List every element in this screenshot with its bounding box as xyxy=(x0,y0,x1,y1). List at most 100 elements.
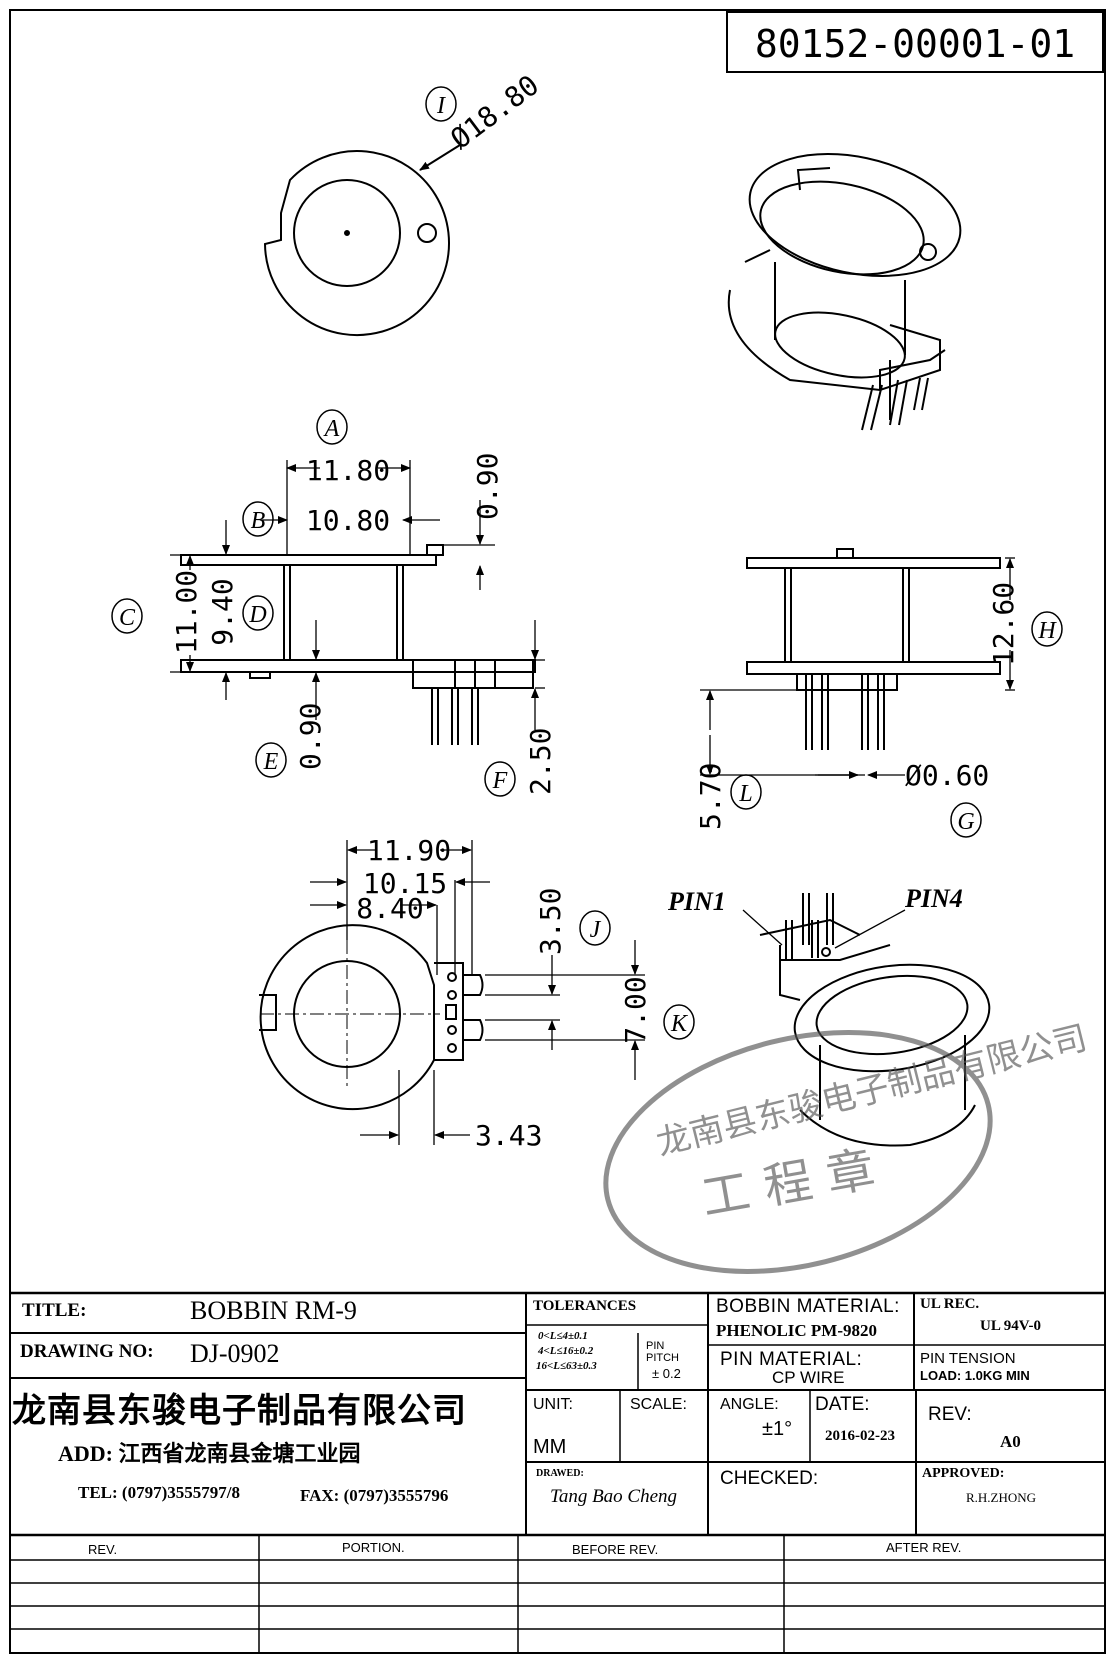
callout-f: F xyxy=(484,761,516,797)
bobbin-material-label: BOBBIN MATERIAL: xyxy=(716,1296,900,1317)
dim-2-50: 2.50 xyxy=(524,728,557,795)
side-view xyxy=(746,548,1001,750)
tolerances-label: TOLERANCES xyxy=(533,1298,637,1314)
isometric-view-lower xyxy=(742,893,991,1147)
rev-table-header-rev: REV. xyxy=(88,1542,118,1557)
date-label: DATE: xyxy=(815,1394,870,1415)
front-view-callouts: A B C D E F xyxy=(111,409,516,797)
top-view-bore xyxy=(293,179,401,287)
bottom-view-callouts: J K xyxy=(579,910,695,1040)
dim-5-70: 5.70 xyxy=(694,763,727,830)
dim-9-40: 9.40 xyxy=(206,578,239,645)
dim-3-43: 3.43 xyxy=(475,1119,542,1152)
pin4-label: PIN4 xyxy=(904,884,963,913)
pin1-label: PIN1 xyxy=(667,887,726,916)
company-name: 龙南县东骏电子制品有限公司 xyxy=(12,1393,467,1430)
svg-text:B: B xyxy=(251,508,266,534)
top-view-pin-hole xyxy=(417,223,437,243)
doc-number: 80152-00001-01 xyxy=(755,22,1075,66)
svg-text:A: A xyxy=(323,416,340,442)
svg-text:F: F xyxy=(492,768,508,794)
pin-pitch-value: ± 0.2 xyxy=(652,1366,681,1381)
bottom-view-dim-text: 11.90 10.15 8.40 3.50 7.00 3.43 xyxy=(356,834,652,1152)
svg-text:龙南县东骏电子制品有限公司: 龙南县东骏电子制品有限公司 xyxy=(653,1018,1092,1164)
front-view-dimensions xyxy=(170,460,545,730)
callout-i: I xyxy=(425,86,457,122)
title-label: TITLE: xyxy=(22,1300,87,1321)
pin-tension-label: PIN TENSION xyxy=(920,1350,1016,1367)
front-view-dim-text: 11.80 10.80 0.90 11.00 9.40 0.90 2.50 xyxy=(170,453,557,795)
svg-text:L: L xyxy=(738,781,752,807)
sheet-border xyxy=(9,9,1106,1654)
callout-e: E xyxy=(255,742,287,778)
dim-11-90: 11.90 xyxy=(367,834,451,867)
bottom-view xyxy=(259,924,484,1111)
dim-10-15: 10.15 xyxy=(363,867,447,900)
svg-text:E: E xyxy=(263,749,279,775)
ul-rec-label: UL REC. xyxy=(920,1296,980,1312)
callout-d: D xyxy=(242,595,274,631)
company-address: ADD: 江西省龙南县金塘工业园 xyxy=(58,1441,361,1466)
rev-label: REV: xyxy=(928,1404,972,1425)
rev-value: A0 xyxy=(1000,1432,1021,1451)
rev-table-header-portion: PORTION. xyxy=(342,1540,405,1555)
dim-8-40: 8.40 xyxy=(356,892,423,925)
unit-label: UNIT: xyxy=(533,1396,573,1413)
rev-table-header-after: AFTER REV. xyxy=(886,1540,962,1555)
drawing-no-value: DJ-0902 xyxy=(190,1339,280,1368)
title-value: BOBBIN RM-9 xyxy=(190,1296,357,1325)
angle-label: ANGLE: xyxy=(720,1396,779,1413)
front-view xyxy=(180,544,536,745)
engineering-stamp: 龙南县东骏电子制品有限公司 工 程 章 xyxy=(603,1018,1092,1274)
callout-g: G xyxy=(950,802,982,838)
pin-tension-value: LOAD: 1.0KG MIN xyxy=(920,1368,1030,1383)
ul-rec-value: UL 94V-0 xyxy=(980,1318,1041,1334)
svg-text:J: J xyxy=(590,917,602,943)
top-view-leader xyxy=(419,144,461,171)
svg-text:H: H xyxy=(1037,618,1057,644)
dim-10-80: 10.80 xyxy=(306,504,390,537)
side-view-dimensions xyxy=(700,557,1015,779)
top-view-flange xyxy=(263,150,450,337)
dim-0-90-top: 0.90 xyxy=(471,453,504,520)
tolerance-line-1: 0<L≤4±0.1 xyxy=(538,1330,588,1342)
bottom-view-outline xyxy=(259,924,435,1111)
dim-0-90-bottom: 0.90 xyxy=(294,703,327,770)
callout-a: A xyxy=(316,409,348,445)
scale-label: SCALE: xyxy=(630,1396,687,1413)
dim-11-00: 11.00 xyxy=(170,570,203,654)
approved-value: R.H.ZHONG xyxy=(966,1490,1037,1505)
pin-labels: PIN1 PIN4 xyxy=(667,884,963,916)
isometric-view-upper xyxy=(727,153,962,431)
angle-value: ±1° xyxy=(762,1418,793,1440)
pin-material-value: CP WIRE xyxy=(772,1368,845,1387)
company-fax: FAX: (0797)3555796 xyxy=(300,1486,449,1505)
dim-7-00: 7.00 xyxy=(619,976,652,1043)
callout-l: L xyxy=(730,774,762,810)
front-top-flange xyxy=(180,554,437,566)
pin-pitch-label: PIN PITCH xyxy=(646,1340,679,1364)
side-view-dim-text: 12.60 5.70 Ø0.60 xyxy=(694,582,1020,830)
callout-j: J xyxy=(579,910,611,946)
side-view-callouts: H L G xyxy=(730,611,1063,838)
svg-text:D: D xyxy=(248,602,266,628)
tolerance-line-3: 16<L≤63±0.3 xyxy=(536,1360,597,1372)
svg-text:工 程 章: 工 程 章 xyxy=(697,1141,879,1226)
callout-h: H xyxy=(1031,611,1063,647)
approved-label: APPROVED: xyxy=(922,1466,1005,1481)
checked-label: CHECKED: xyxy=(720,1468,819,1489)
doc-number-box xyxy=(726,11,1104,73)
bottom-view-centerlines xyxy=(260,940,440,1090)
unit-value: MM xyxy=(533,1436,567,1458)
svg-text:C: C xyxy=(119,605,136,631)
pin-material-label: PIN MATERIAL: xyxy=(720,1349,863,1370)
rev-table-header-before: BEFORE REV. xyxy=(572,1542,659,1557)
svg-text:G: G xyxy=(957,809,974,835)
callout-c: C xyxy=(111,598,143,634)
callout-b: B xyxy=(242,501,274,537)
title-block-grid xyxy=(10,1291,1105,1653)
top-view xyxy=(263,144,461,337)
svg-text:K: K xyxy=(670,1011,689,1037)
front-bottom-flange xyxy=(180,659,536,673)
